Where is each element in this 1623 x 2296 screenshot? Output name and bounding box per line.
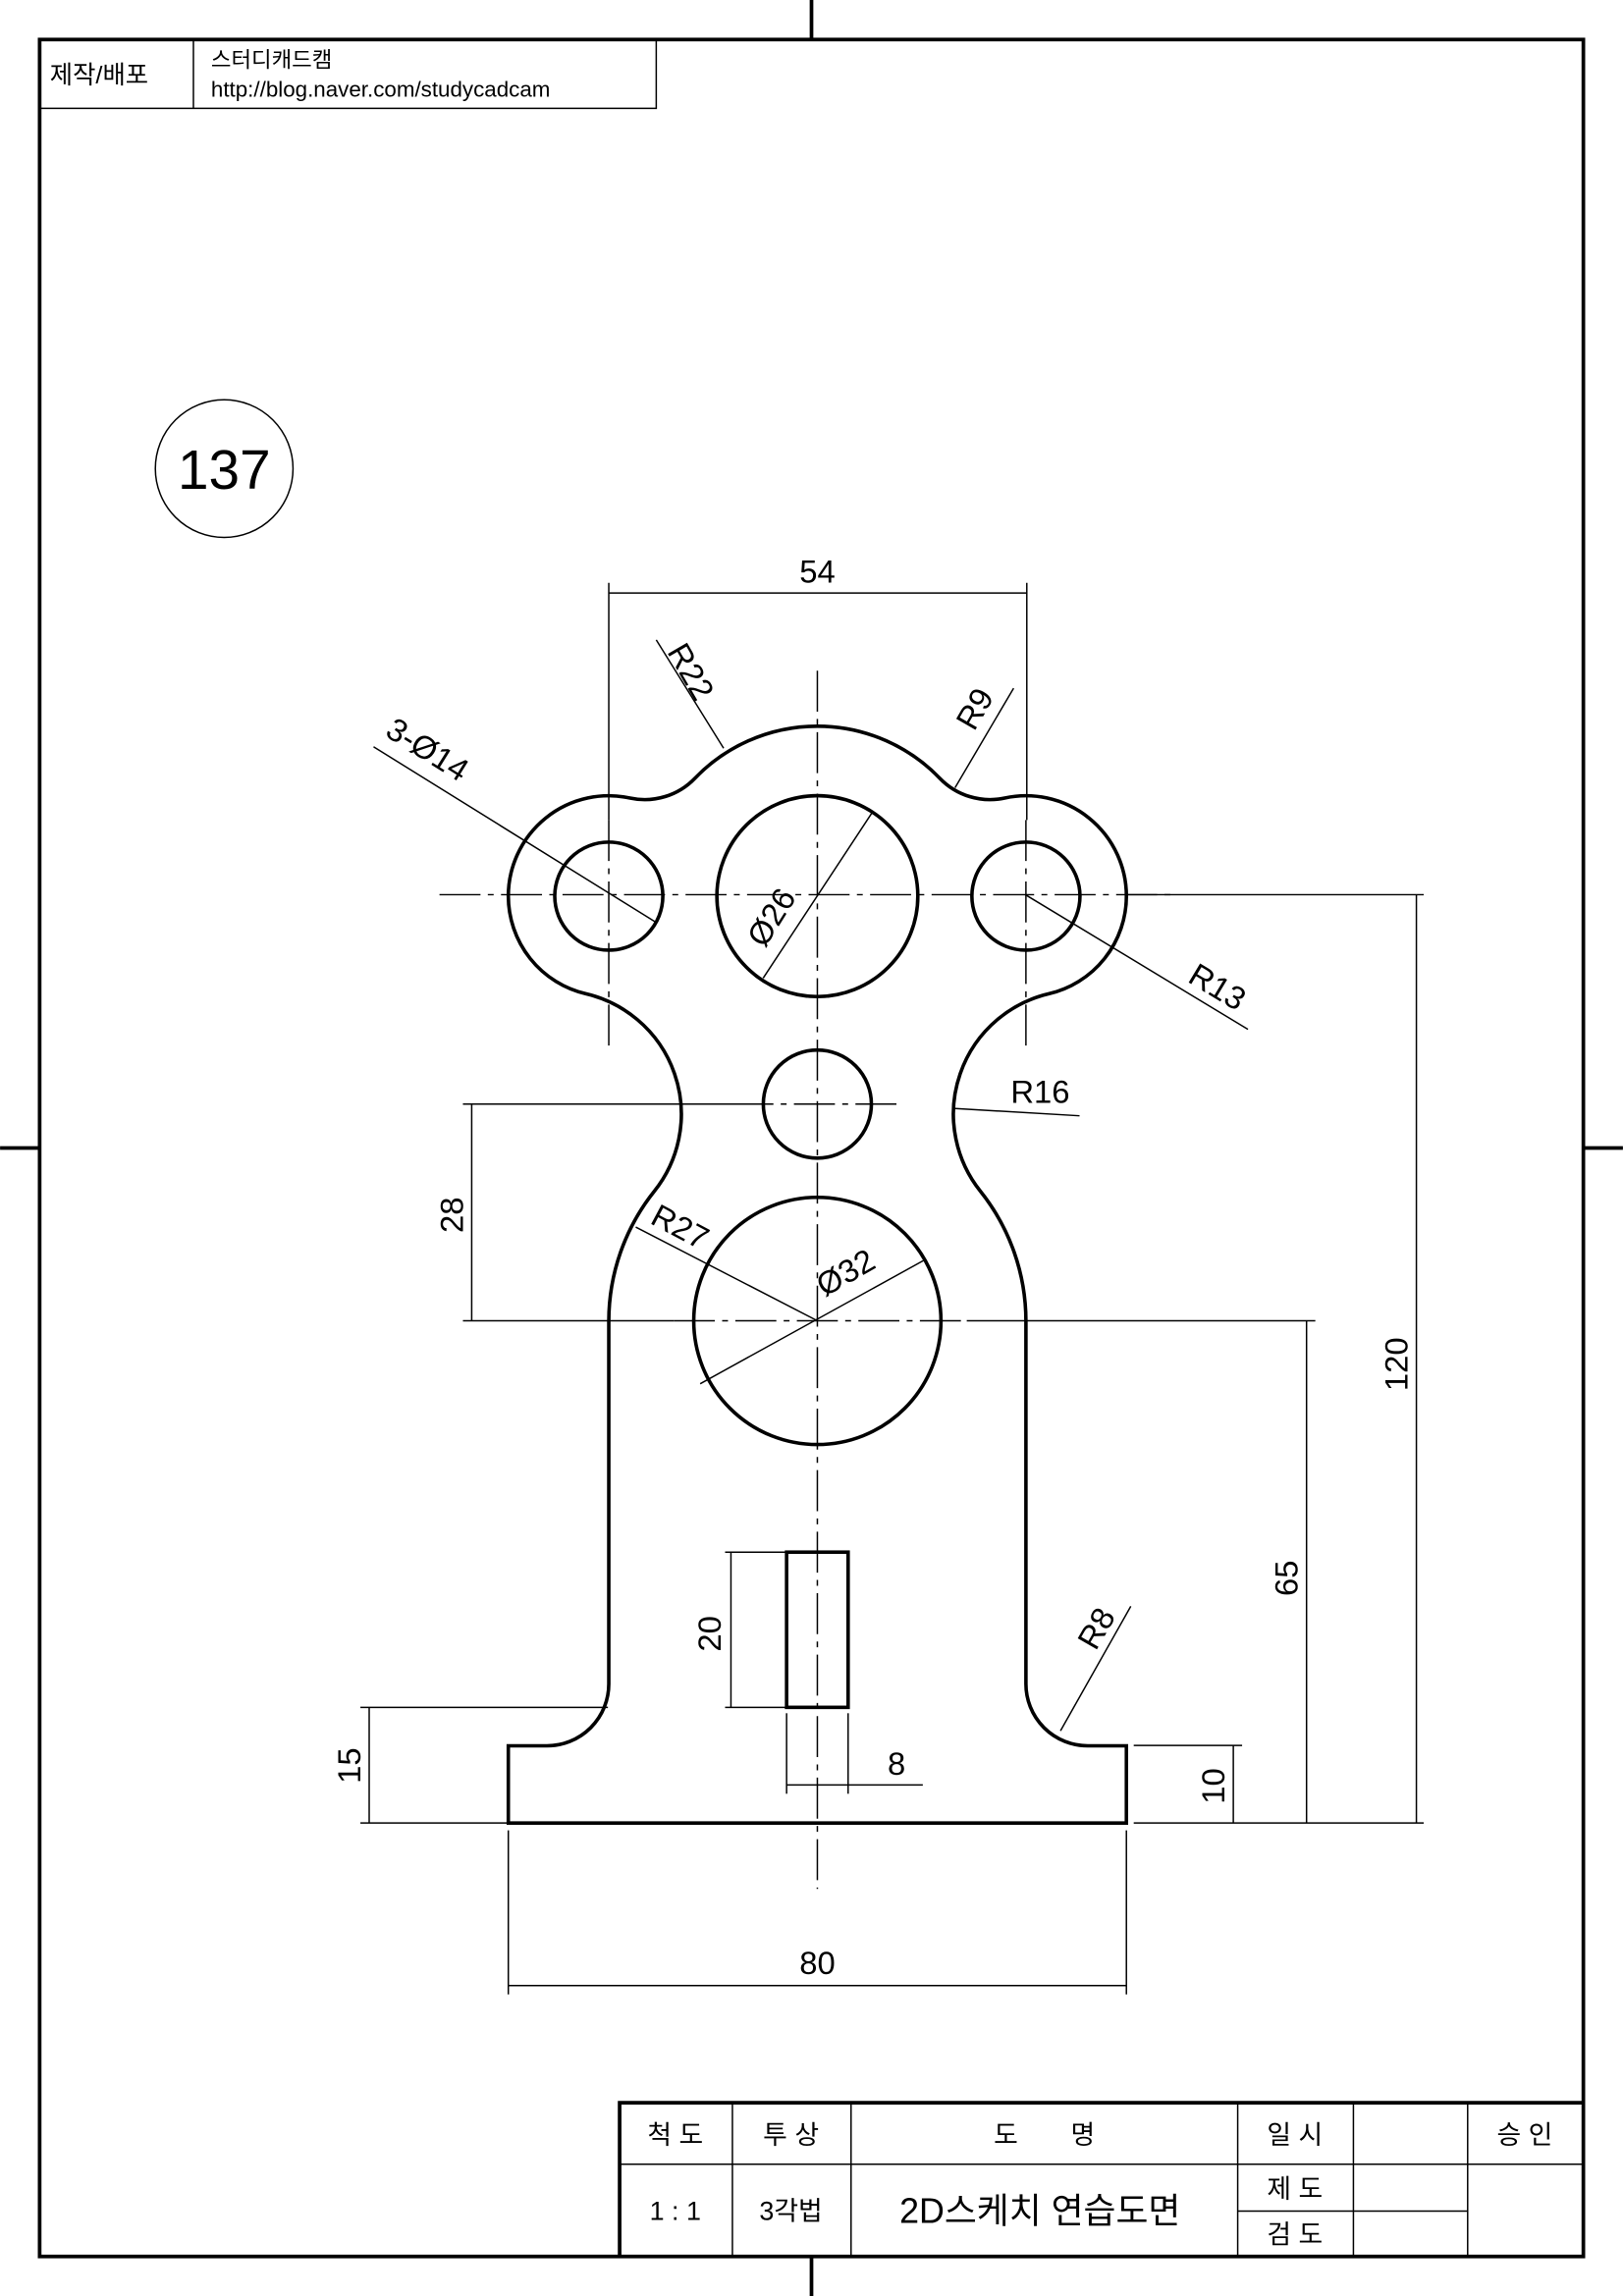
drawing-number: 137 [178,440,271,502]
dim-80: 80 [799,1945,835,1981]
dimension-lines [360,582,1425,1995]
dim-20: 20 [691,1616,728,1651]
dim-r22: R22 [661,637,722,707]
dim-d32: Ø32 [810,1242,881,1304]
dim-54: 54 [799,554,835,590]
dim-r9: R9 [948,682,1001,736]
hole-top-center [715,793,920,999]
date-label: 일 시 [1267,2120,1323,2150]
dim-d26: Ø26 [739,881,802,952]
slot [784,1550,850,1710]
dim-15: 15 [331,1747,367,1783]
approved-label: 승 인 [1497,2120,1553,2150]
drawing-border [37,37,1586,2259]
dim-r13: R13 [1183,956,1253,1018]
projection-value: 3각법 [759,2196,822,2225]
dim-3-holes: 3-Ø14 [380,710,475,788]
hole-middle [761,1047,874,1160]
dim-r8: R8 [1070,1601,1122,1655]
scale-label: 척 도 [647,2120,703,2150]
checked-by-label: 검 도 [1267,2219,1323,2249]
drawn-by-label: 제 도 [1267,2174,1323,2204]
part-outline [506,724,1129,1825]
projection-label: 투 상 [763,2120,819,2150]
dim-10: 10 [1195,1768,1231,1803]
author-box: 제작/배포 스터디캐드캠 http://blog.naver.com/study… [39,39,658,110]
hole-large [691,1195,944,1447]
dim-65: 65 [1269,1560,1305,1595]
author-name: 스터디캐드캠 [211,48,332,73]
scale-value: 1 : 1 [650,2196,701,2225]
author-url[interactable]: http://blog.naver.com/studycadcam [211,77,551,101]
dim-r27: R27 [646,1197,715,1256]
dim-28: 28 [433,1198,469,1233]
dim-8: 8 [888,1745,905,1782]
dim-120: 120 [1379,1337,1415,1391]
dim-r16: R16 [1010,1073,1069,1109]
drawing-name-label: 도 명 [994,2120,1095,2150]
drawing-name: 2D스케치 연습도면 [899,2191,1180,2230]
hole-right [970,840,1082,952]
drawing-number-badge: 137 [154,399,295,539]
hole-left [553,840,665,952]
title-block: 척 도 1 : 1 투 상 3각법 도 명 2D스케치 연습도면 일 시 제 도… [618,2101,1584,2257]
author-label: 제작/배포 [50,62,148,89]
dimension-labels: 54 R22 R9 3-Ø14 Ø26 R13 R16 28 R27 Ø32 1… [331,554,1415,1981]
